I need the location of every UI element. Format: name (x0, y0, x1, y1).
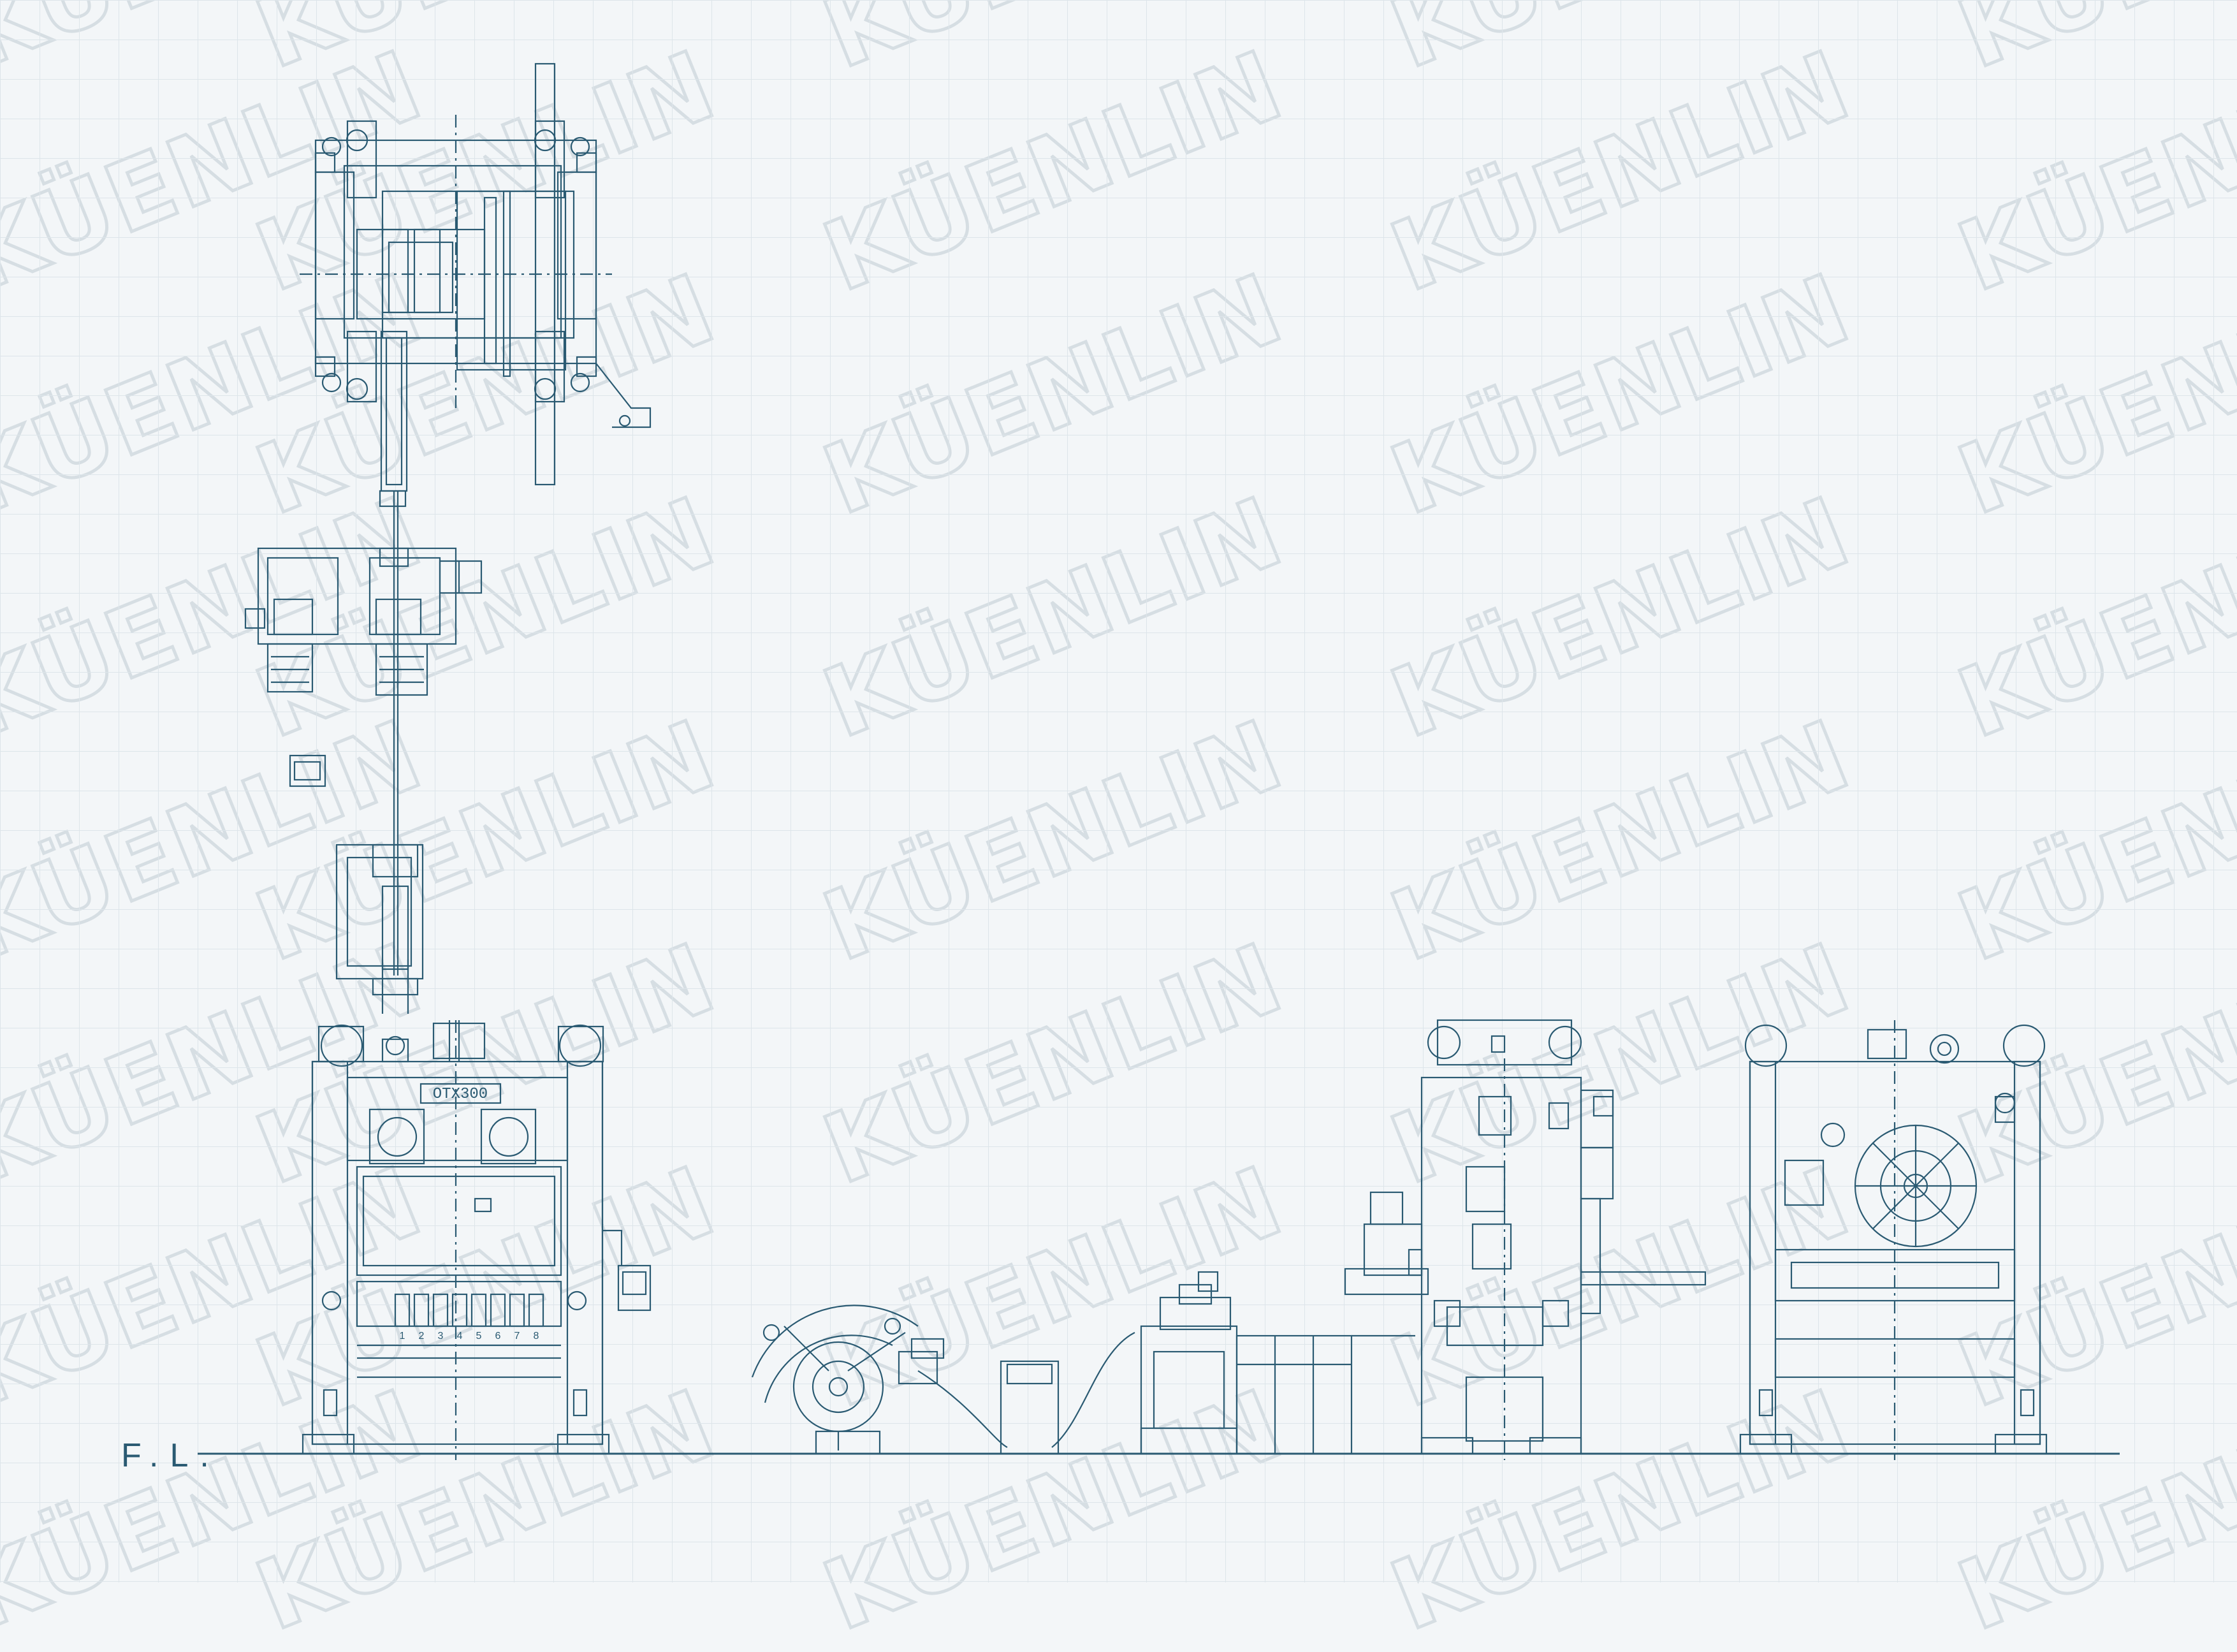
control-cabinet-front (1000, 1332, 1135, 1455)
die-station-number: 6 (495, 1331, 501, 1341)
die-station-number: 8 (534, 1331, 539, 1341)
floor-level-label: F.L. (121, 1437, 221, 1474)
press-top-view (300, 62, 652, 486)
die-station-number: 5 (476, 1331, 482, 1341)
die-station-number: 3 (438, 1331, 444, 1341)
die-station-number: 4 (457, 1331, 463, 1341)
press-rear-view (1739, 1020, 2048, 1460)
press-front-view (302, 1020, 652, 1460)
uncoiler-front-view (751, 1305, 1008, 1455)
die-station-labels: 1 2 3 4 5 6 7 8 (400, 1331, 539, 1341)
grid-background (0, 0, 2237, 1583)
press-side-view (1344, 1019, 1707, 1460)
blueprint-drawing: F.L. OTX300 1 2 3 4 5 6 7 8 (0, 0, 2237, 1583)
die-station-number: 1 (400, 1331, 405, 1341)
line-top-view (244, 330, 483, 1014)
die-station-number: 7 (514, 1331, 520, 1341)
feeder-front-view (1140, 1271, 1415, 1455)
press-model-label: OTX300 (433, 1086, 488, 1103)
die-station-number: 2 (419, 1331, 425, 1341)
